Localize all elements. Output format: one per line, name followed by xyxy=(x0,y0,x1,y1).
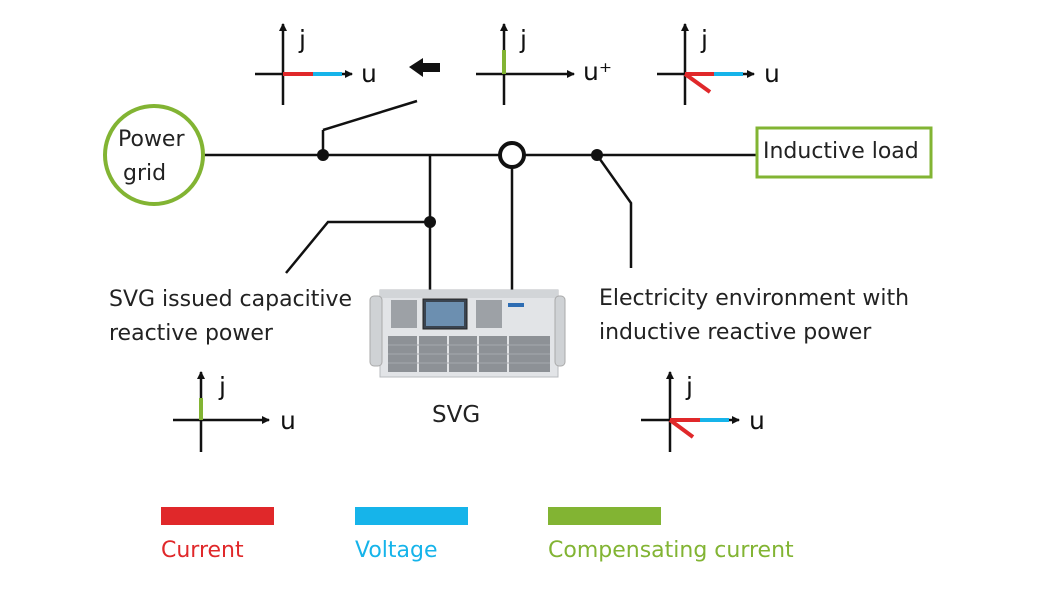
grid-switch-node xyxy=(317,149,329,161)
power-grid-label-line1: Power xyxy=(118,127,185,152)
arrow-left-icon xyxy=(409,58,440,77)
environment-label-line1: Electricity environment with xyxy=(599,286,910,311)
phasor-5-current xyxy=(668,418,695,439)
phasor-diagram-1 xyxy=(255,23,353,105)
environment-label-line2: inductive reactive power xyxy=(599,320,872,345)
current-transformer xyxy=(498,141,526,169)
svg-issued-label-line2: reactive power xyxy=(109,321,273,346)
legend-current-label: Current xyxy=(161,538,244,563)
phasor-5-j-label: j xyxy=(686,372,693,401)
phasor-diagram-3 xyxy=(657,23,755,105)
phasor-1-j-label: j xyxy=(299,25,306,54)
phasor-4-u-label: u xyxy=(280,406,296,435)
svg-issued-label-line1: SVG issued capacitive xyxy=(109,287,353,312)
phasor-2-j-label: j xyxy=(520,25,527,54)
phasor-diagram-4 xyxy=(173,371,270,452)
power-grid-label-line2: grid xyxy=(123,161,167,186)
phasor-1-u-label: u xyxy=(361,59,377,88)
phasor-3-u-label: u xyxy=(764,59,780,88)
grid-switch-arm xyxy=(322,99,418,132)
environment-pointer xyxy=(595,154,633,268)
phasor-2-u-label: u⁺ xyxy=(583,57,613,86)
power-grid-circle xyxy=(103,104,205,206)
svg-cabinet-icon xyxy=(369,289,566,378)
inductive-load-box xyxy=(755,126,933,179)
phasor-3-current xyxy=(683,72,712,94)
phasor-3-j-label: j xyxy=(701,25,708,54)
phasor-diagram-5 xyxy=(641,371,740,452)
inductive-load-label: Inductive load xyxy=(763,139,919,164)
legend-compensating-swatch xyxy=(548,507,661,525)
phasor-4-j-label: j xyxy=(219,372,226,401)
svg-issued-pointer xyxy=(285,220,430,274)
phasor-diagram-2 xyxy=(476,23,575,105)
legend-current-swatch xyxy=(161,507,274,525)
legend-voltage-swatch xyxy=(355,507,468,525)
legend-voltage-label: Voltage xyxy=(355,538,438,563)
svg-device-label: SVG xyxy=(432,402,481,428)
phasor-5-u-label: u xyxy=(749,406,765,435)
legend-compensating-label: Compensating current xyxy=(548,538,794,563)
